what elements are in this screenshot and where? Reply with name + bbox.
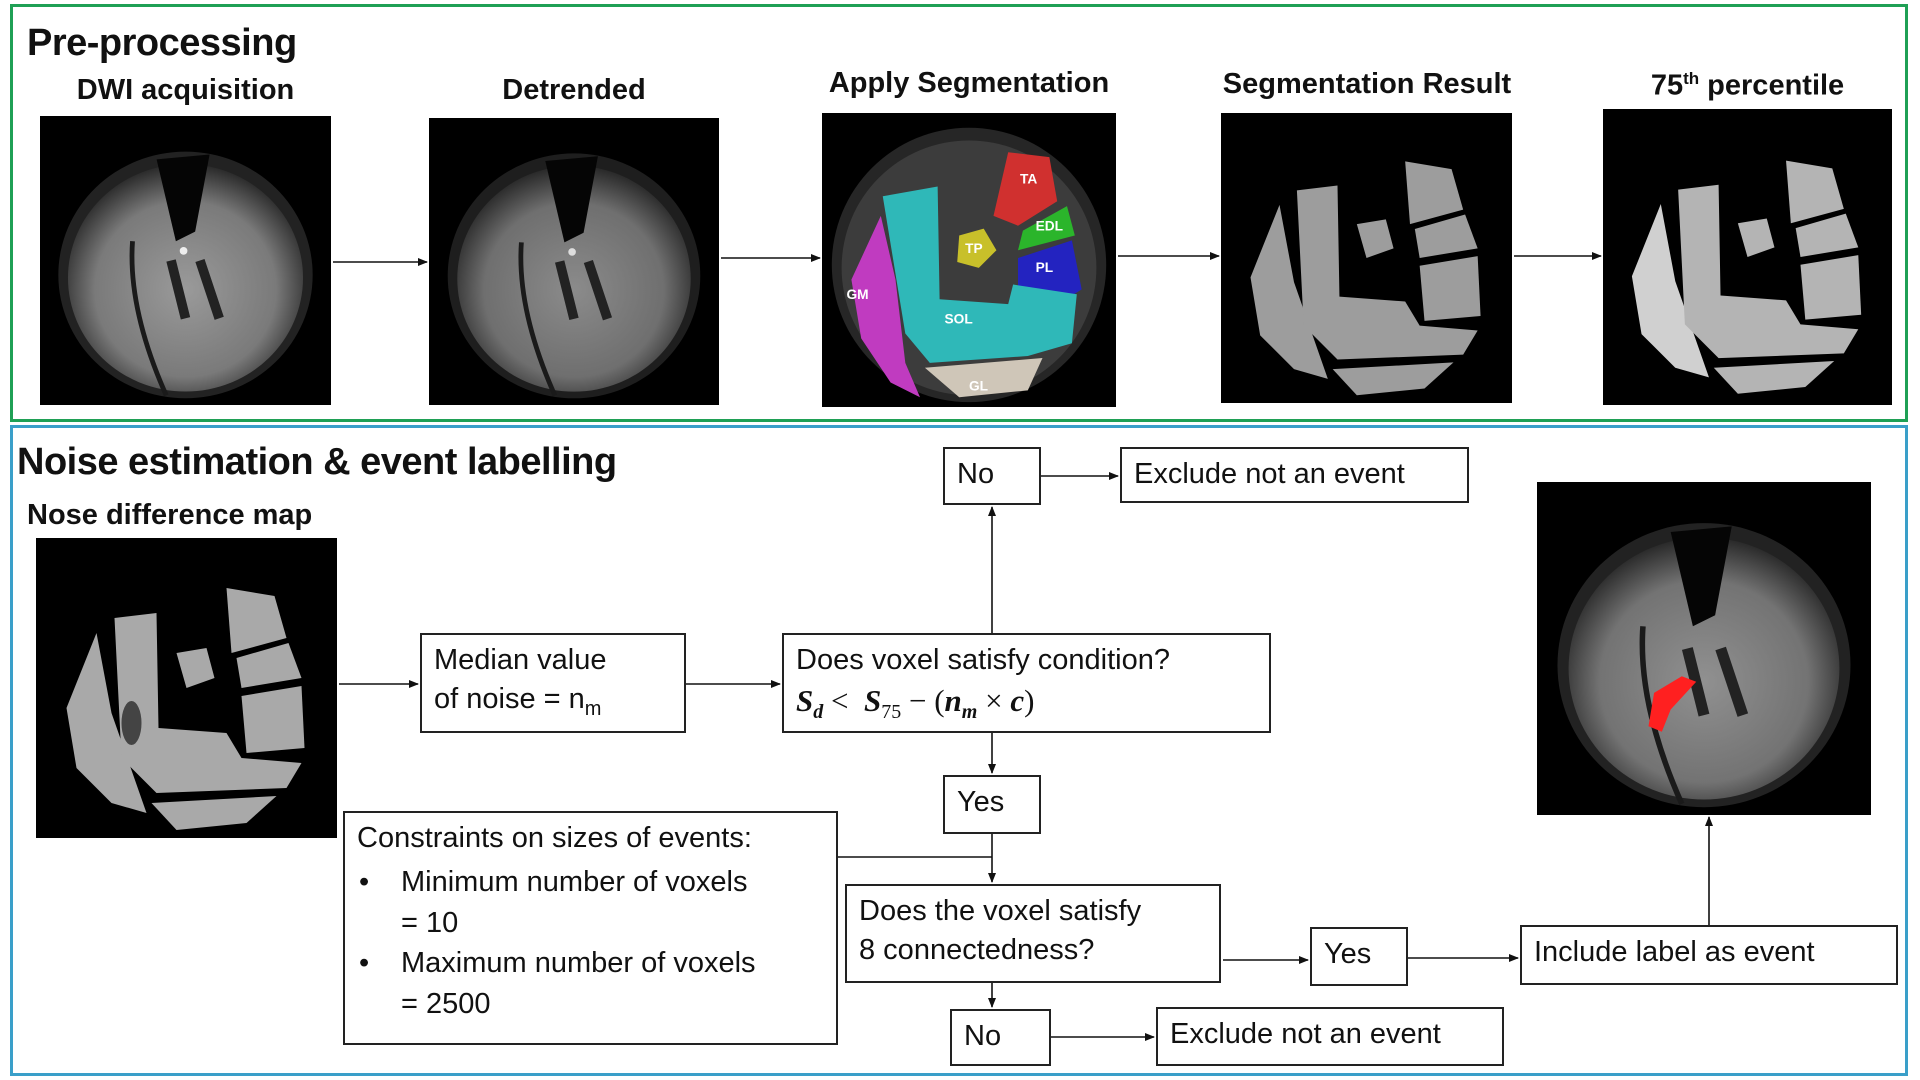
noise-difference-map-image <box>36 538 337 838</box>
segmentation-result-image <box>1221 113 1512 403</box>
75th-percentile-image <box>1603 109 1892 405</box>
segment-label-pl: PL <box>1036 260 1054 275</box>
segment-tp <box>957 228 997 268</box>
segment-gm <box>851 215 920 398</box>
constraints-box: Constraints on sizes of events: Minimum … <box>343 811 838 1045</box>
segmentation-image: TA EDL TP PL GM SOL GL <box>822 113 1116 407</box>
condition-formula: Sd < S75 − (nm × c) <box>796 683 1035 724</box>
step-label-detrended: Detrended <box>502 74 646 106</box>
exclude-top-box: Exclude not an event <box>1120 447 1469 503</box>
noise-estimation-panel <box>10 425 1908 1076</box>
segment-edl <box>1018 206 1075 251</box>
noise-estimation-title: Noise estimation & event labelling <box>17 441 617 483</box>
yes-box-2: Yes <box>1310 927 1408 986</box>
exclude-bottom-box: Exclude not an event <box>1156 1007 1504 1066</box>
segment-sol <box>882 186 1077 363</box>
segment-gl <box>924 358 1043 398</box>
segment-label-gm: GM <box>847 287 869 302</box>
constraint-maximum: Maximum number of voxels= 2500 <box>357 943 824 1024</box>
segment-label-sol: SOL <box>945 312 973 327</box>
segment-label-tp: TP <box>965 241 983 256</box>
step-label-segmentation-result: Segmentation Result <box>1222 68 1512 100</box>
voxel-condition-box: Does voxel satisfy condition? Sd < S75 −… <box>782 633 1271 733</box>
include-event-box: Include label as event <box>1520 925 1898 985</box>
segment-ta <box>993 152 1058 226</box>
segment-label-edl: EDL <box>1036 219 1063 234</box>
event-overlay-image <box>1537 482 1871 815</box>
segment-label-gl: GL <box>969 378 988 393</box>
no-bottom-box: No <box>950 1009 1051 1066</box>
dwi-image <box>40 116 331 405</box>
step-label-dwi: DWI acquisition <box>76 74 295 106</box>
detrended-image <box>429 118 719 405</box>
median-noise-box: Median value of noise = nm <box>420 633 686 733</box>
connectedness-box: Does the voxel satisfy 8 connectedness? <box>845 884 1221 983</box>
yes-box-1: Yes <box>943 775 1041 834</box>
step-label-75th-percentile: 75th percentile <box>1650 69 1845 102</box>
segment-label-ta: TA <box>1020 172 1037 187</box>
preprocessing-panel <box>10 4 1908 422</box>
noise-map-label: Nose difference map <box>27 499 313 531</box>
event-region <box>1648 676 1697 732</box>
preprocessing-title: Pre-processing <box>27 22 297 64</box>
constraint-minimum: Minimum number of voxels= 10 <box>357 862 824 943</box>
no-top-box: No <box>943 447 1041 505</box>
step-label-segmentation: Apply Segmentation <box>828 67 1110 99</box>
